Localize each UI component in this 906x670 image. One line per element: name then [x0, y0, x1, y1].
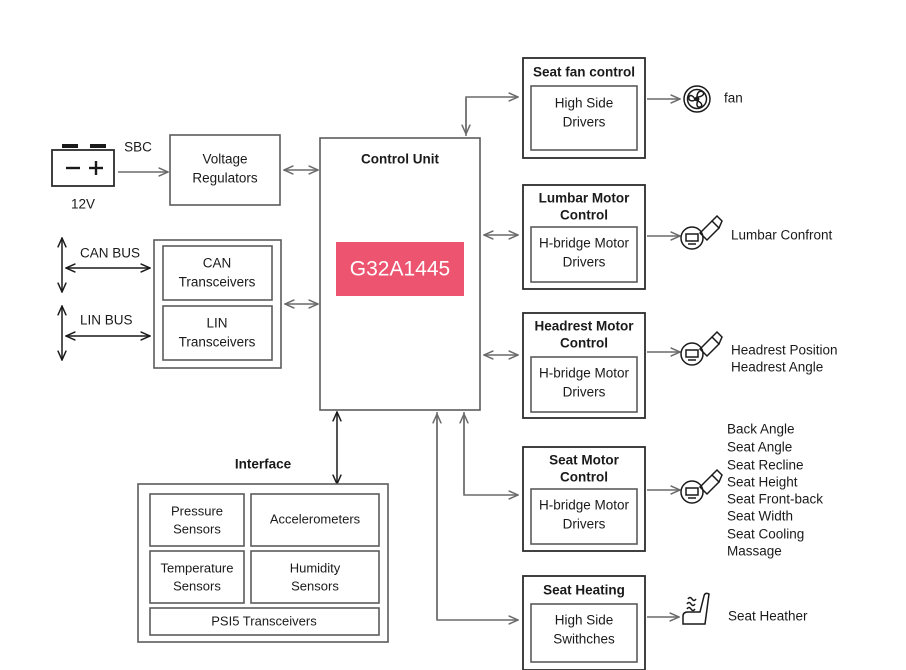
- module-driver-line2: Drivers: [563, 517, 606, 532]
- module-driver-line2: Swithches: [553, 632, 615, 647]
- control-unit-block: Control Unit G32A1445: [319, 137, 481, 411]
- chip-badge: [336, 242, 464, 296]
- seat-motor-output-label-1: Back Angle: [727, 422, 795, 437]
- interface-block: Pressure Sensors Accelerometers Temperat…: [137, 483, 389, 643]
- module-title-line2: Control: [560, 208, 608, 223]
- can-bus-label: CAN BUS: [80, 246, 140, 261]
- motor-icon: [680, 214, 723, 250]
- can-transceivers-label-2: Transceivers: [179, 275, 256, 290]
- module-title-line1: Seat Heating: [543, 583, 625, 598]
- can-bus-connector: CAN BUS: [62, 238, 150, 292]
- seat-motor-output-label-6: Seat Width: [727, 509, 793, 524]
- interface-cell-label-2: Sensors: [173, 521, 221, 536]
- battery-voltage-label: 12V: [71, 197, 95, 212]
- module-title-line1: Headrest Motor: [534, 319, 634, 334]
- interface-cell-humidity-sensors: Humidity Sensors: [250, 550, 380, 604]
- module-driver-line1: H-bridge Motor: [539, 366, 630, 381]
- lin-transceivers-block: LIN Transceivers: [162, 305, 273, 361]
- module-lumbar-motor-control: Lumbar Motor Control H-bridge Motor Driv…: [522, 184, 646, 290]
- lin-bus-label: LIN BUS: [80, 313, 133, 328]
- interface-footer-label: PSI5 Transceivers: [211, 613, 317, 628]
- seat-motor-output-label-7: Seat Cooling: [727, 527, 804, 542]
- module-title-line1: Lumbar Motor: [539, 191, 630, 206]
- lin-transceivers-label-2: Transceivers: [179, 335, 256, 350]
- interface-cell-label-1: Temperature: [161, 560, 234, 575]
- control-to-fan-wire: [465, 97, 518, 136]
- module-headrest-motor-control: Headrest Motor Control H-bridge Motor Dr…: [522, 312, 646, 419]
- interface-title: Interface: [235, 457, 292, 472]
- battery-icon: [51, 144, 115, 187]
- module-seat-motor-control: Seat Motor Control H-bridge Motor Driver…: [522, 446, 646, 552]
- lumbar-output-label: Lumbar Confront: [731, 228, 833, 243]
- module-title-line2: Control: [560, 336, 608, 351]
- module-seat-fan-control: Seat fan control High Side Drivers: [522, 57, 646, 159]
- module-driver-line2: Drivers: [563, 255, 606, 270]
- seat-heating-output-label: Seat Heather: [728, 609, 808, 624]
- interface-cell-label-2: Sensors: [173, 578, 221, 593]
- motor-icon: [680, 468, 723, 504]
- interface-cell-psi5-transceivers: PSI5 Transceivers: [149, 607, 380, 636]
- can-transceivers-block: CAN Transceivers: [162, 245, 273, 301]
- motor-icon: [680, 330, 723, 366]
- headrest-output-label-2: Headrest Angle: [731, 360, 823, 375]
- interface-cell-pressure-sensors: Pressure Sensors: [149, 493, 245, 547]
- voltage-regulators-label-1: Voltage: [202, 152, 247, 167]
- interface-cell-temperature-sensors: Temperature Sensors: [149, 550, 245, 604]
- transceivers-container: CAN Transceivers LIN Transceivers: [153, 239, 282, 369]
- module-driver-line2: Drivers: [563, 385, 606, 400]
- module-title-line1: Seat Motor: [549, 453, 620, 468]
- seat-motor-output-label-2: Seat Angle: [727, 440, 792, 455]
- module-driver-line1: H-bridge Motor: [539, 498, 630, 513]
- chip-label: G32A1445: [350, 258, 450, 281]
- seat-heater-icon: [682, 592, 710, 625]
- module-driver-line1: High Side: [555, 613, 614, 628]
- module-title-line1: Seat fan control: [533, 65, 635, 80]
- interface-cell-label-1: Accelerometers: [270, 511, 361, 526]
- interface-cell-accelerometers: Accelerometers: [250, 493, 380, 547]
- seat-motor-output-label-5: Seat Front-back: [727, 492, 823, 507]
- lin-bus-connector: LIN BUS: [62, 306, 150, 360]
- module-seat-heating: Seat Heating High Side Swithches: [522, 575, 646, 670]
- voltage-regulators-label-2: Regulators: [192, 171, 258, 186]
- can-transceivers-label-1: CAN: [203, 256, 232, 271]
- interface-cell-label-2: Sensors: [291, 578, 339, 593]
- seat-motor-output-label-3: Seat Recline: [727, 458, 804, 473]
- interface-cell-label-1: Humidity: [290, 560, 341, 575]
- fan-icon: [683, 85, 711, 113]
- sbc-label: SBC: [124, 140, 152, 155]
- control-to-seat-motor-wire: [463, 412, 518, 495]
- voltage-regulators-block: Voltage Regulators: [169, 134, 281, 206]
- control-to-seat-heating-wire: [436, 412, 518, 620]
- module-title-line2: Control: [560, 470, 608, 485]
- seat-motor-output-label-4: Seat Height: [727, 475, 798, 490]
- interface-cell-label-1: Pressure: [171, 503, 223, 518]
- control-unit-title: Control Unit: [361, 152, 439, 167]
- fan-output-label: fan: [724, 91, 743, 106]
- headrest-output-label-1: Headrest Position: [731, 343, 838, 358]
- module-driver-line1: H-bridge Motor: [539, 236, 630, 251]
- module-driver-line1: High Side: [555, 96, 614, 111]
- lin-transceivers-label-1: LIN: [206, 316, 227, 331]
- seat-motor-output-label-8: Massage: [727, 544, 782, 559]
- module-driver-line2: Drivers: [563, 115, 606, 130]
